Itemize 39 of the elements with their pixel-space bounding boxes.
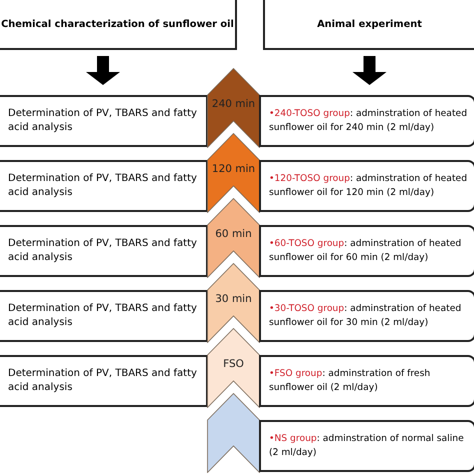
group-box xyxy=(259,160,474,212)
analysis-text: Determination of PV, TBARS and fatty acid analysis xyxy=(8,367,198,395)
group-box xyxy=(259,355,474,407)
group-box xyxy=(259,420,474,472)
group-description: •60-TOSO group: adminstration of heated sunflower oil for 60 min (2 ml/day) xyxy=(269,237,462,265)
heading-box xyxy=(0,0,237,50)
chevron-shape xyxy=(207,68,260,148)
group-description: •NS group: adminstration of normal saline (2 ml/day) xyxy=(269,432,465,460)
analysis-text: Determination of PV, TBARS and fatty acid analysis xyxy=(8,302,198,330)
analysis-text: Determination of PV, TBARS and fatty acid analysis xyxy=(8,107,198,135)
arrow xyxy=(86,56,120,85)
duration-label: 240 min xyxy=(210,98,256,110)
group-description: •FSO group: adminstration of fresh sunflower oil (2 ml/day) xyxy=(269,367,432,395)
analysis-text: Determination of PV, TBARS and fatty acid analysis xyxy=(8,237,198,265)
chevron-shape xyxy=(207,263,260,343)
chevron-shape xyxy=(207,133,260,213)
group-box xyxy=(259,290,474,342)
analysis-box xyxy=(0,290,208,342)
analysis-box xyxy=(0,95,208,147)
chevron-shape xyxy=(207,328,260,408)
heading-box xyxy=(263,0,474,50)
heading-text: Chemical characterization of sunflower oil xyxy=(1,18,234,30)
heading-text: Animal experiment xyxy=(317,18,422,30)
duration-label: 120 min xyxy=(210,163,256,175)
group-box xyxy=(259,95,474,147)
chevron-shape xyxy=(207,393,260,473)
group-description: •30-TOSO group: adminstration of heated sunflower oil for 30 min (2 ml/day) xyxy=(269,302,462,330)
analysis-text: Determination of PV, TBARS and fatty acid analysis xyxy=(8,172,198,200)
analysis-box xyxy=(0,160,208,212)
duration-label: 60 min xyxy=(214,228,253,240)
analysis-box xyxy=(0,225,208,277)
duration-label: FSO xyxy=(222,358,245,370)
chevron-shape xyxy=(207,198,260,278)
arrow xyxy=(352,56,386,85)
analysis-box xyxy=(0,355,208,407)
group-description: •120-TOSO group: adminstration of heated sunflower oil for 120 min (2 ml/day) xyxy=(269,172,468,200)
group-description: •240-TOSO group: adminstration of heated sunflower oil for 240 min (2 ml/day) xyxy=(269,107,468,135)
duration-label: 30 min xyxy=(214,293,253,305)
group-box xyxy=(259,225,474,277)
